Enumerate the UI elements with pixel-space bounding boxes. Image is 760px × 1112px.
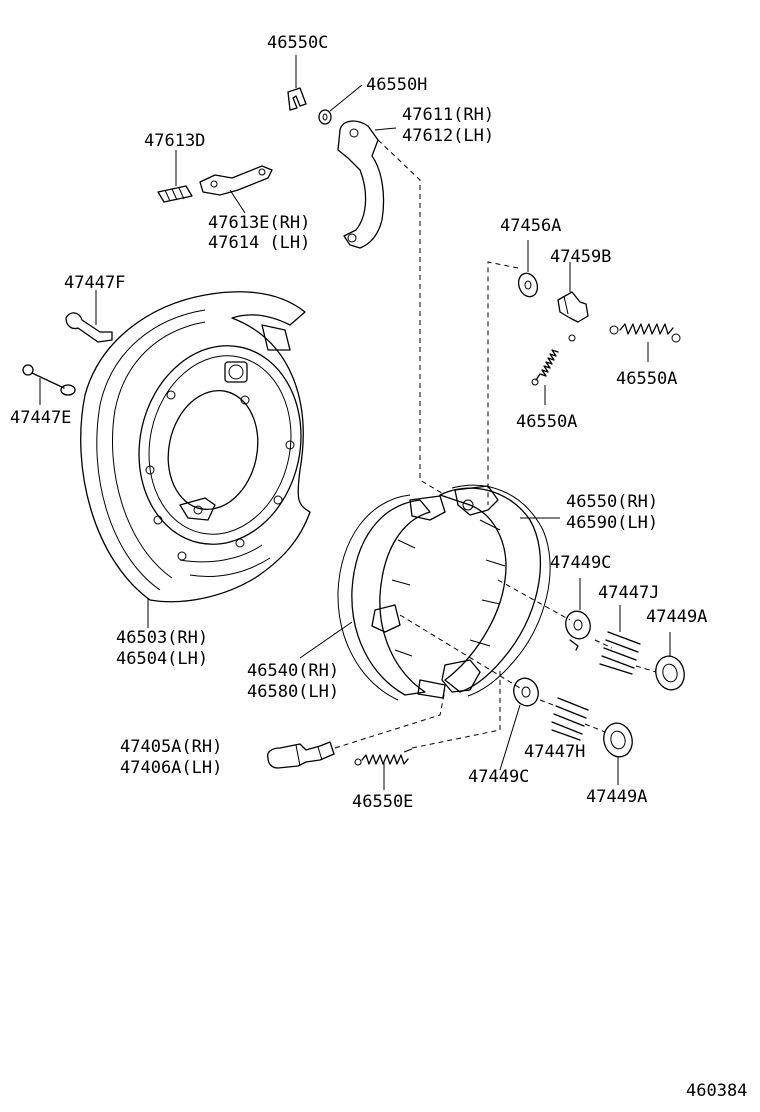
label-46550H: 46550H (366, 75, 427, 95)
leader-lines (147, 517, 560, 659)
parking-brake-lever (337, 120, 397, 249)
label-47447E: 47447E (10, 408, 71, 428)
label-47459B: 47459B (550, 247, 611, 267)
label-46580: 46580(LH) (247, 682, 339, 702)
label-47447F: 47447F (64, 273, 125, 293)
label-47612: 47612(LH) (402, 126, 494, 146)
washer-47456A (517, 240, 539, 298)
backing-plate (80, 291, 311, 603)
label-47406A: 47406A(LH) (120, 758, 222, 778)
label-47613E: 47613E(RH) (208, 213, 310, 233)
label-47405A: 47405A(RH) (120, 737, 222, 757)
washer-46550H (318, 84, 363, 125)
clip-46550C (287, 55, 307, 111)
spring-47447F (65, 290, 113, 343)
part-labels: 46550C 46550H 47611(RH) 47612(LH) 47613D… (10, 33, 747, 1101)
label-47449A-upper: 47449A (646, 607, 707, 627)
brake-shoe-front (439, 484, 551, 697)
label-46550E: 46550E (352, 792, 413, 812)
label-46550A-upper: 46550A (516, 412, 577, 432)
label-47447J: 47447J (598, 583, 659, 603)
label-46503: 46503(RH) (116, 628, 208, 648)
spring-46550A-upper (531, 334, 576, 405)
spring-47447J (599, 605, 641, 675)
label-46550: 46550(RH) (566, 492, 658, 512)
cup-47449A-lower (603, 722, 633, 785)
diagram-reference-number: 460384 (686, 1081, 747, 1101)
label-47447H: 47447H (524, 742, 585, 762)
spring-47447H (551, 697, 589, 741)
retainer-47449C-lower (499, 677, 539, 771)
strut-47613E (199, 165, 273, 214)
label-47611: 47611(RH) (402, 105, 494, 125)
label-47614: 47614 (LH) (208, 233, 310, 253)
label-47456A: 47456A (500, 216, 561, 236)
cup-47449A-upper (655, 632, 685, 691)
pin-47447E (22, 364, 76, 405)
shoe-pin-47613D (157, 150, 193, 203)
brake-shoe-rear (337, 494, 446, 701)
label-47449C-upper: 47449C (550, 553, 611, 573)
label-46504: 46504(LH) (116, 649, 208, 669)
label-46540: 46540(RH) (247, 661, 339, 681)
label-47449A-lower: 47449A (586, 787, 647, 807)
label-46550A-right: 46550A (616, 369, 677, 389)
adjuster-47405A (266, 741, 335, 769)
label-46550C: 46550C (267, 33, 328, 53)
retainer-47449C-upper (565, 578, 591, 651)
label-47613D: 47613D (144, 131, 205, 151)
label-46590: 46590(LH) (566, 513, 658, 533)
spring-46550E (354, 748, 413, 790)
assembly-dashed-lines (334, 139, 657, 749)
spring-46550A-right (609, 323, 681, 362)
label-47449C-lower: 47449C (468, 767, 529, 787)
adjuster-47459B (557, 262, 589, 323)
